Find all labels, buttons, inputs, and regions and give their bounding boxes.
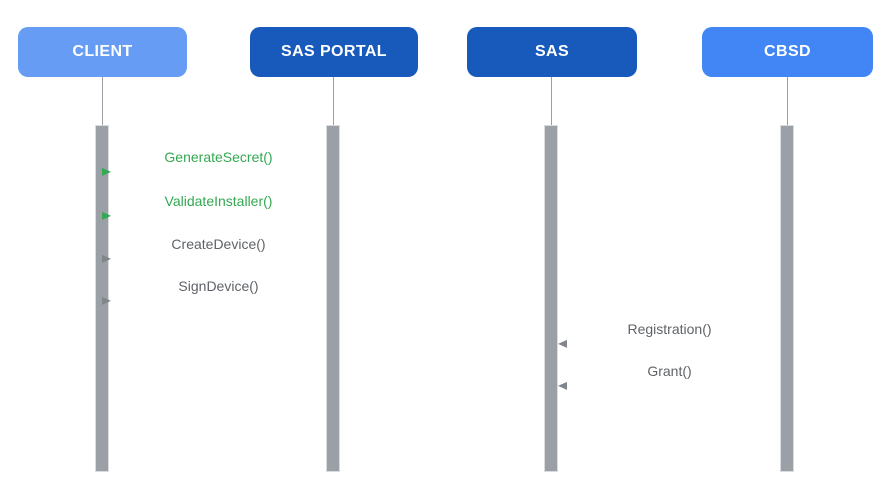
activation-bar-sas	[544, 125, 558, 472]
lifeline-sas	[551, 77, 552, 126]
message-validate-installer-label: ValidateInstaller()	[164, 193, 273, 209]
message-generate-secret-label: GenerateSecret()	[164, 149, 273, 165]
message-grant-label: Grant()	[647, 363, 692, 379]
message-generate-secret: GenerateSecret()	[102, 149, 327, 176]
message-sign-device: SignDevice()	[102, 278, 327, 305]
message-grant: Grant()	[558, 363, 780, 390]
arrow-head-icon	[102, 296, 111, 305]
actor-label-sas-portal: SAS PORTAL	[281, 43, 387, 60]
message-validate-installer: ValidateInstaller()	[102, 193, 327, 220]
actor-label-sas: SAS	[534, 43, 570, 60]
arrow-head-icon	[102, 211, 111, 220]
arrow-head-icon	[558, 339, 567, 348]
actor-box-sas: SAS	[467, 27, 637, 77]
actor-label-cbsd: CBSD	[764, 43, 811, 60]
message-sign-device-label: SignDevice()	[178, 278, 259, 294]
arrow-head-icon	[558, 381, 567, 390]
message-registration-label: Registration()	[627, 321, 712, 337]
arrow-head-icon	[102, 254, 111, 263]
actor-box-sas-portal: SAS PORTAL	[250, 27, 418, 77]
activation-bar-sas-portal	[326, 125, 340, 472]
message-create-device-label: CreateDevice()	[171, 236, 266, 252]
lifeline-cbsd	[787, 77, 788, 126]
message-create-device: CreateDevice()	[102, 236, 327, 263]
message-registration: Registration()	[558, 321, 780, 348]
lifeline-client	[102, 77, 103, 126]
activation-bar-cbsd	[780, 125, 794, 472]
arrow-head-icon	[102, 167, 111, 176]
actor-box-client: CLIENT	[18, 27, 187, 77]
actor-label-client: CLIENT	[72, 43, 133, 60]
actor-box-cbsd: CBSD	[702, 27, 873, 77]
lifeline-sas-portal	[333, 77, 334, 126]
